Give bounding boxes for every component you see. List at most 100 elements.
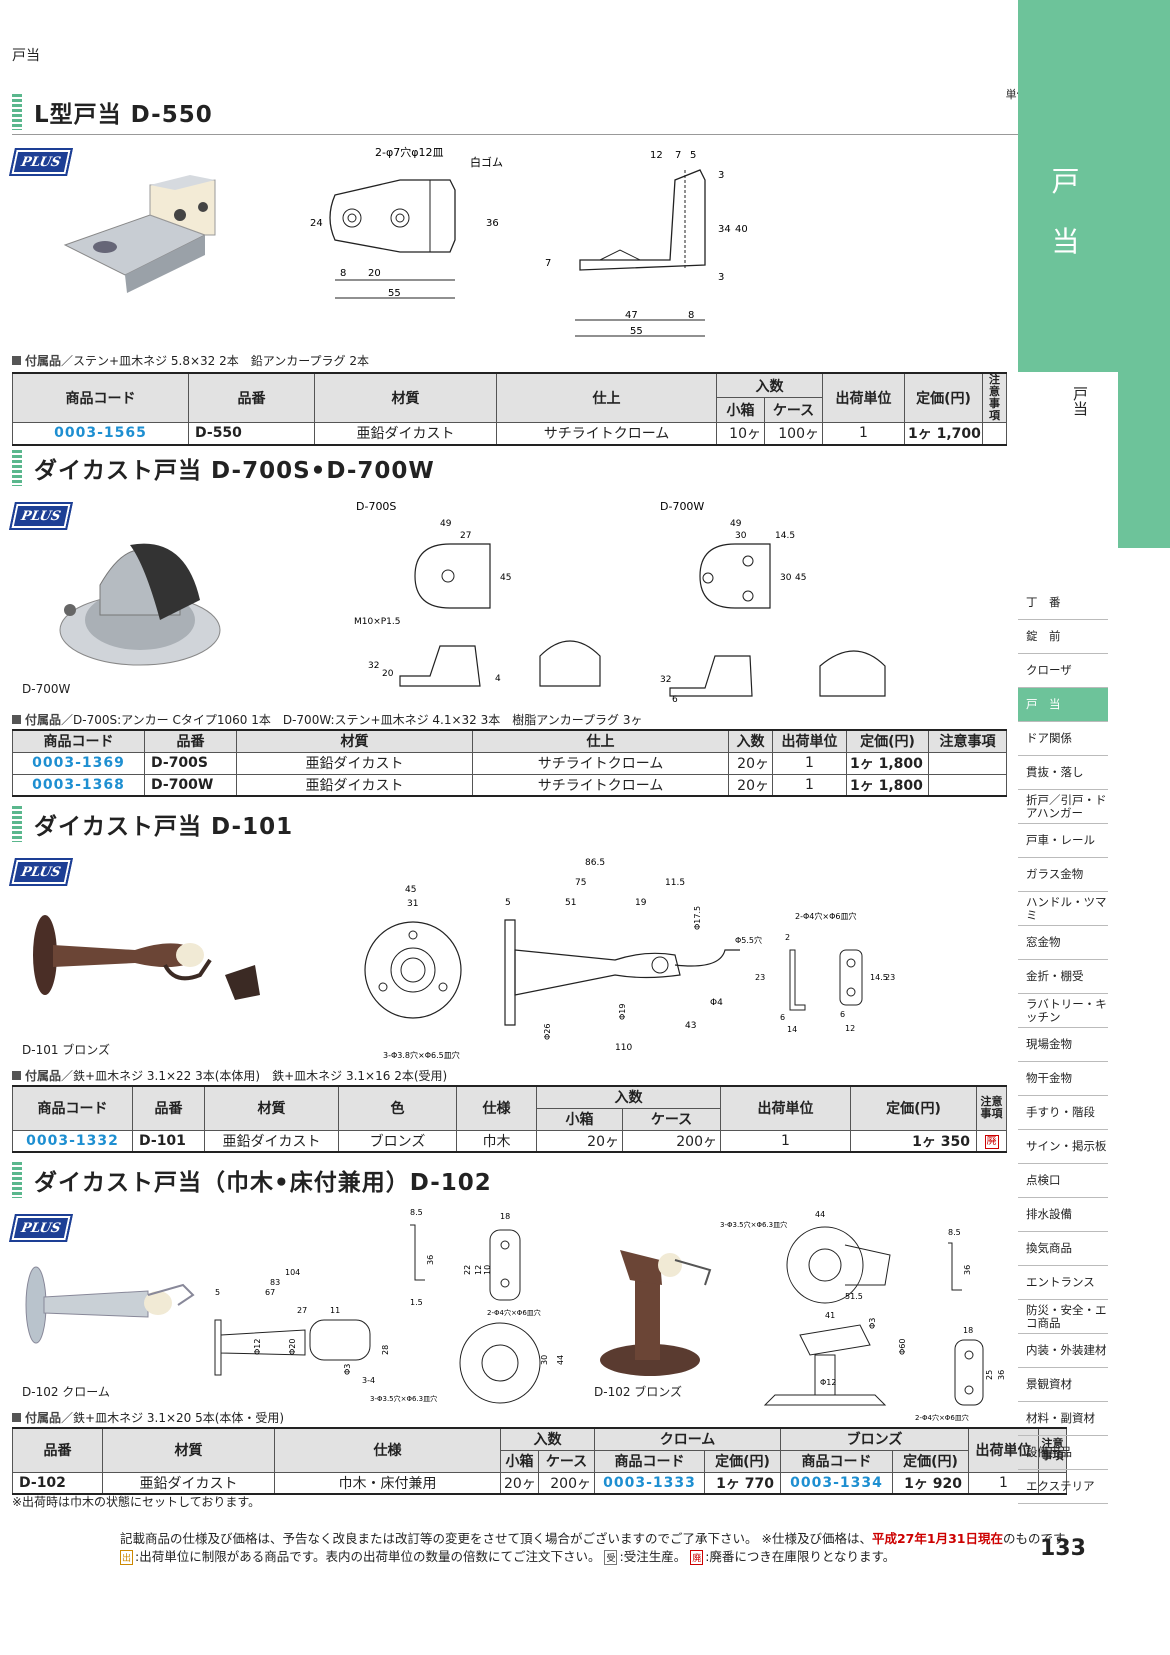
th-note: 注意事項	[982, 372, 1007, 423]
dim-3b: 3	[718, 272, 724, 283]
th-code-chrome: 商品コード	[594, 1449, 705, 1473]
sidebar-item[interactable]: 防災・安全・エコ商品	[1018, 1300, 1108, 1334]
sidebar-item[interactable]: ハンドル・ツマミ	[1018, 892, 1108, 926]
dim-19v: Φ19	[618, 1004, 627, 1020]
dim-44: 44	[556, 1355, 565, 1365]
th-note: 注意事項	[928, 729, 1007, 753]
drawing-d550-top: 2-φ7穴φ12皿 白ゴム 24 36 8 20 55	[310, 145, 503, 299]
spec: 巾木・床付兼用	[274, 1471, 501, 1495]
sidebar-item[interactable]: 材料・副資材	[1018, 1402, 1108, 1436]
price-bronze: 1ヶ 920	[891, 1471, 970, 1495]
dim-44b: 44	[815, 1210, 825, 1219]
material: 亜鉛ダイカスト	[236, 773, 473, 797]
material: 亜鉛ダイカスト	[236, 751, 473, 775]
section-title: ダイカスト戸当（巾木•床付兼用）D-102	[12, 1160, 1064, 1200]
dim-26: Φ26	[543, 1024, 552, 1040]
dim-11: 11	[330, 1306, 340, 1315]
ship-unit: 1	[720, 1129, 851, 1153]
model-number: D-700W	[144, 773, 237, 797]
th-code: 商品コード	[12, 729, 145, 753]
acc-text: ／鉄+皿木ネジ 3.1×22 3本(本体用) 鉄+皿木ネジ 3.1×16 2本(…	[61, 1069, 448, 1083]
qty: 20ヶ	[728, 773, 773, 797]
sidebar-item[interactable]: 貫抜・落し	[1018, 756, 1108, 790]
dim-36b: 36	[963, 1265, 972, 1275]
sidebar-item[interactable]: 折戸／引戸・ドアハンガー	[1018, 790, 1108, 824]
dim-20: Φ20	[288, 1339, 297, 1355]
th-unit: 出荷単位	[772, 729, 847, 753]
footer-text-c: のものです。	[1002, 1531, 1077, 1546]
section-title: ダイカスト戸当 D-700S•D-700W	[12, 448, 1064, 488]
square-bullet-icon	[12, 715, 21, 724]
dim-32w: 32	[660, 675, 671, 685]
dim-27: 27	[460, 531, 471, 541]
sidebar-item[interactable]: 設備用品	[1018, 1436, 1108, 1470]
model-number: D-101	[132, 1129, 205, 1153]
sidebar-item[interactable]: クローザ	[1018, 654, 1108, 688]
drawing-d550-side: 12 7 5 3 34 40 3 7 47 8 55	[545, 150, 748, 337]
sidebar-item[interactable]: 金折・棚受	[1018, 960, 1108, 994]
spec-table-d700: 商品コード 品番 材質 仕上 入数 出荷単位 定価(円) 注意事項 0003-1…	[12, 729, 1007, 797]
sidebar-item[interactable]: サイン・掲示板	[1018, 1130, 1108, 1164]
table-row: 0003-1369 D-700S 亜鉛ダイカスト サチライトクローム 20ヶ 1…	[12, 751, 1007, 775]
dim-24: 24	[310, 218, 323, 229]
dim-31: 31	[407, 899, 418, 909]
sidebar-item[interactable]: エクステリア	[1018, 1470, 1108, 1504]
sidebar-tab[interactable]: 戸当	[1018, 372, 1118, 548]
acc-label: 付属品	[25, 354, 62, 368]
th-bronze: ブロンズ	[779, 1427, 970, 1451]
sidebar-item[interactable]: エントランス	[1018, 1266, 1108, 1300]
legend-text-order: :受注生産。	[619, 1549, 687, 1564]
sidebar-item[interactable]: 内装・外装建材	[1018, 1334, 1108, 1368]
th-price: 定価(円)	[846, 729, 929, 753]
sidebar-item[interactable]: ラバトリー・キッチン	[1018, 994, 1108, 1028]
dim-49w: 49	[730, 519, 742, 529]
sidebar-item[interactable]: ガラス金物	[1018, 858, 1108, 892]
dim-5: 5	[690, 150, 696, 161]
acc-text: ／鉄+皿木ネジ 3.1×20 5本(本体・受用)	[61, 1411, 285, 1425]
th-spec: 仕様	[456, 1085, 537, 1131]
sidebar-item[interactable]: 景観資材	[1018, 1368, 1108, 1402]
sidebar-item[interactable]: 手すり・階段	[1018, 1096, 1108, 1130]
dim-3b: Φ3	[868, 1318, 877, 1329]
sidebar-item[interactable]: 丁 番	[1018, 586, 1108, 620]
sidebar-item[interactable]: 戸 当	[1018, 688, 1108, 722]
dim-12c: Φ12	[820, 1378, 836, 1387]
dim-holes3: 3-Φ3.5穴×Φ6.3皿穴	[370, 1394, 437, 1403]
dim-55: 55	[388, 288, 401, 299]
sidebar-item[interactable]: 点検口	[1018, 1164, 1108, 1198]
qty-box: 20ヶ	[500, 1471, 539, 1495]
model-number: D-700S	[144, 751, 237, 775]
th-case: ケース	[538, 1449, 595, 1473]
finish: サチライトクローム	[472, 773, 729, 797]
price: 1ヶ 1,700	[904, 422, 983, 446]
sidebar-item[interactable]: 窓金物	[1018, 926, 1108, 960]
price-chrome: 1ヶ 770	[704, 1471, 781, 1495]
sidebar-item[interactable]: 換気商品	[1018, 1232, 1108, 1266]
product-code: 0003-1565	[12, 422, 189, 446]
sidebar-item[interactable]: 物干金物	[1018, 1062, 1108, 1096]
sidebar-item[interactable]: 錠 前	[1018, 620, 1108, 654]
section-d550: L型戸当 D-550	[12, 92, 1064, 132]
table-row: 0003-1565 D-550 亜鉛ダイカスト サチライトクローム 10ヶ 10…	[12, 422, 1007, 446]
dim-4: Φ4	[710, 998, 723, 1008]
dim-30: 30	[540, 1355, 549, 1365]
th-qty: 入数	[728, 729, 773, 753]
dim-3: Φ3	[343, 1364, 352, 1375]
product-photo-d102-chrome	[25, 1266, 195, 1344]
dim-8-5b: 8.5	[948, 1228, 961, 1237]
dim-45: 45	[405, 885, 416, 895]
sidebar-item[interactable]: 現場金物	[1018, 1028, 1108, 1062]
dim-11-5: 11.5	[665, 878, 685, 888]
th-spec: 仕様	[274, 1427, 501, 1473]
sidebar-item[interactable]: 排水設備	[1018, 1198, 1108, 1232]
dim-25: 25	[985, 1370, 994, 1380]
acc-label: 付属品	[25, 1069, 62, 1083]
dim-3: 3	[718, 170, 724, 181]
dim-12: 12	[650, 150, 663, 161]
sidebar-item[interactable]: 戸車・レール	[1018, 824, 1108, 858]
dim-holes3b: 3-Φ3.5穴×Φ6.3皿穴	[720, 1220, 787, 1229]
thread-label: M10×P1.5	[354, 617, 401, 627]
section-bar-icon	[12, 1162, 22, 1198]
sidebar-item[interactable]: ドア関係	[1018, 722, 1108, 756]
